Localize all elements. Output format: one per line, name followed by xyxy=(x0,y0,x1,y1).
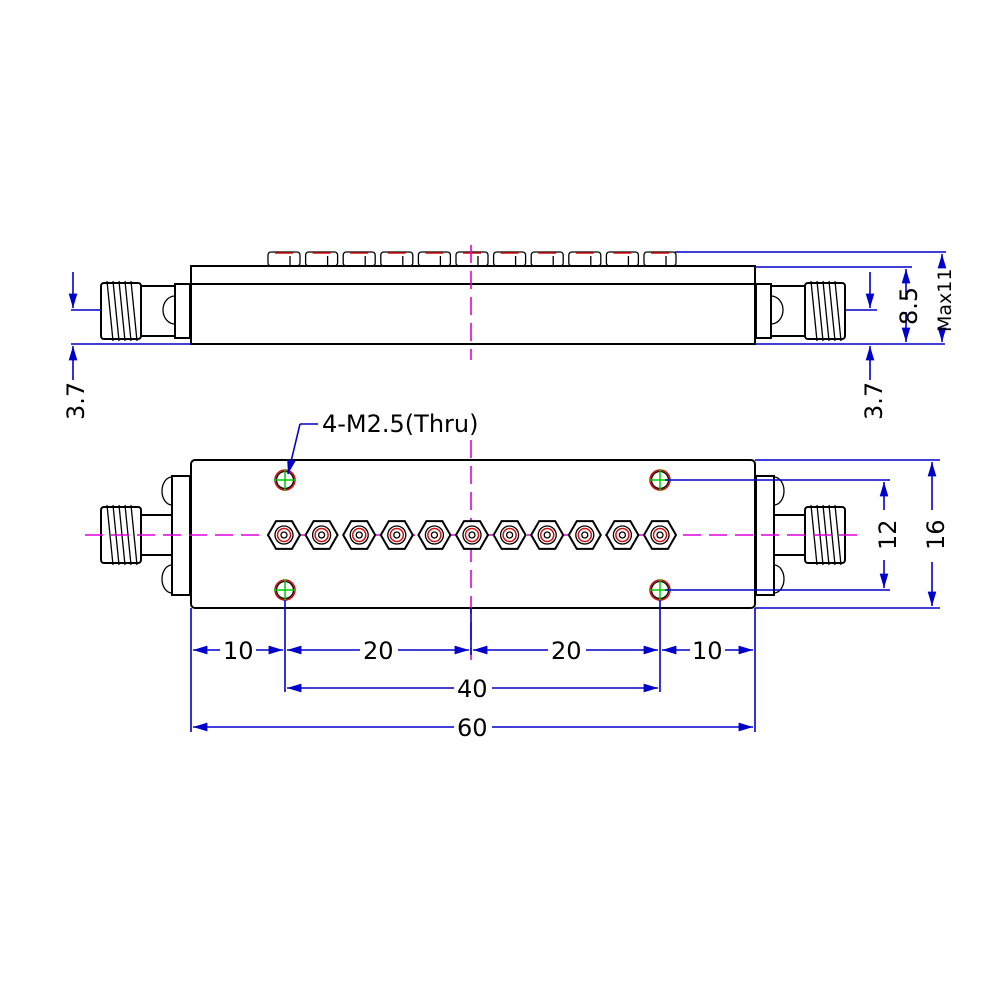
dim-text: 20 xyxy=(551,637,582,665)
tuning-screw-top xyxy=(605,520,640,550)
horizontal-dimensions: 10 20 20 10 40 60 xyxy=(190,600,756,742)
tuning-screw-side xyxy=(643,251,677,267)
mount-holes-label: 4-M2.5(Thru) xyxy=(322,410,478,438)
dim-text: 16 xyxy=(922,519,950,550)
top-view: 4-M2.5(Thru) 12 16 10 xyxy=(85,410,950,742)
dim-text: 8.5 xyxy=(895,287,923,325)
tuning-screw-side xyxy=(380,251,414,267)
tuning-screw-top xyxy=(567,520,602,550)
right-connector-side xyxy=(755,280,846,342)
tuning-screw-side xyxy=(455,251,489,267)
mount-hole-callout: 4-M2.5(Thru) xyxy=(287,410,478,475)
tuning-screw-top xyxy=(492,520,527,550)
tuning-screw-side xyxy=(267,251,301,267)
tuning-screw-side xyxy=(530,251,564,267)
side-body xyxy=(190,265,756,345)
tuning-screw-top xyxy=(417,520,452,550)
dim-body-width: 16 xyxy=(755,459,950,609)
dim-max-height: Max11 xyxy=(675,251,956,342)
tuning-screw-top xyxy=(454,520,490,550)
tuning-screw-side xyxy=(342,251,376,267)
tuning-screw-side xyxy=(605,251,640,267)
tuning-screw-top xyxy=(530,520,565,550)
dim-text: 60 xyxy=(457,714,488,742)
left-connector-side xyxy=(100,280,191,342)
dim-text: 10 xyxy=(223,637,254,665)
side-view: 3.7 3.7 8.5 Max11 xyxy=(62,245,956,420)
dim-text: Max11 xyxy=(934,269,956,332)
dim-right-offset: 3.7 xyxy=(755,272,945,420)
tuning-screw-side xyxy=(417,251,452,267)
dim-hole-spacing-vertical: 12 xyxy=(665,479,902,591)
dim-left-offset: 3.7 xyxy=(62,272,191,420)
tuning-screw-top xyxy=(342,520,377,550)
tuning-screws-top xyxy=(266,520,678,550)
tuning-screw-top xyxy=(266,520,302,550)
dim-text: 20 xyxy=(363,637,394,665)
tuning-screw-side xyxy=(492,251,527,267)
dim-text: 10 xyxy=(692,637,723,665)
mount-hole xyxy=(274,469,296,491)
tuning-screw-side xyxy=(304,251,339,267)
dim-text: 3.7 xyxy=(860,382,888,420)
dim-text: 3.7 xyxy=(62,382,90,420)
tuning-screw-top xyxy=(642,520,678,550)
dim-body-height: 8.5 xyxy=(755,266,923,342)
tuning-screws-side xyxy=(267,251,677,267)
dim-text: 40 xyxy=(457,675,488,703)
tuning-screw-top xyxy=(304,520,339,550)
tuning-screw-side xyxy=(568,251,602,267)
tuning-screw-top xyxy=(379,520,414,550)
dim-text: 12 xyxy=(874,519,902,550)
